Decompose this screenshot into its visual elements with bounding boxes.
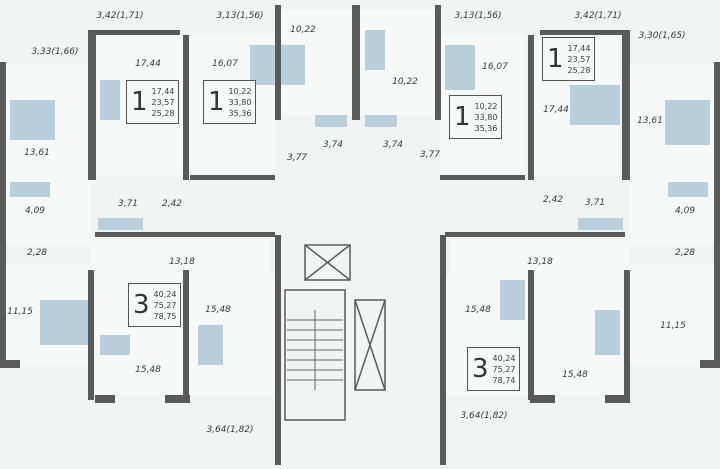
total-with-balcony: 35,36 [474,123,498,133]
stairs [287,310,343,390]
room-area: 17,44 [543,105,569,115]
living-area: 17,44 [567,43,591,53]
room-area: 2,28 [674,248,696,258]
furniture [10,30,710,365]
room-count: 1 [208,87,225,117]
room-count: 1 [131,87,148,117]
room-area: 15,48 [562,370,588,380]
balcony-area: 3,13(1,56) [216,11,264,21]
balcony-area: 3,30(1,65) [638,31,686,41]
total-with-balcony: 35,36 [228,108,252,118]
room-area: 15,48 [465,305,491,315]
room-area: 13,61 [637,116,663,126]
room-area: 13,61 [24,148,50,158]
room-area: 3,77 [419,150,441,160]
room-area: 2,28 [26,248,48,258]
room-area: 3,74 [322,140,344,150]
balcony-area: 3,13(1,56) [454,11,502,21]
total-with-balcony: 25,28 [151,108,175,118]
room-count: 1 [547,44,564,74]
living-area: 10,22 [474,101,498,111]
balcony-area: 3,42(1,71) [574,11,622,21]
total-with-balcony: 78,74 [492,375,516,385]
living-area: 40,24 [492,353,516,363]
walls [0,5,720,465]
room-area: 13,18 [527,257,553,267]
balcony-area: 3,42(1,71) [96,11,144,21]
room-area: 3,74 [382,140,404,150]
room-area: 2,42 [161,199,183,209]
room-area: 3,71 [584,198,606,208]
room-count: 3 [133,290,150,320]
total-area: 33,80 [474,112,498,122]
total-with-balcony: 78,75 [153,311,177,321]
total-area: 23,57 [151,97,175,107]
living-area: 40,24 [153,289,177,299]
room-area: 4,09 [674,206,696,216]
room-area: 17,44 [135,59,161,69]
room-area: 11,15 [660,321,686,331]
room-area: 16,07 [482,62,508,72]
total-area: 33,80 [228,97,252,107]
room-area: 15,48 [135,365,161,375]
balcony-area: 3,64(1,82) [460,411,508,421]
room-area: 13,18 [169,257,195,267]
room-count: 3 [472,354,489,384]
room-area: 10,22 [290,25,316,35]
living-area: 17,44 [151,86,175,96]
room-area: 10,22 [392,77,418,87]
room-count: 1 [454,102,471,132]
total-area: 23,57 [567,54,591,64]
total-with-balcony: 25,28 [567,65,591,75]
balcony-area: 3,33(1,66) [31,47,79,57]
total-area: 75,27 [492,364,516,374]
total-area: 75,27 [153,300,177,310]
elevator-shafts [284,244,386,421]
balcony-area: 3,64(1,82) [206,425,254,435]
room-area: 16,07 [212,59,238,69]
room-area: 11,15 [7,307,33,317]
room-area: 3,77 [286,153,308,163]
room-area: 4,09 [24,206,46,216]
room-area: 3,71 [117,199,139,209]
room-area: 15,48 [205,305,231,315]
room-area: 2,42 [542,195,564,205]
living-area: 10,22 [228,86,252,96]
